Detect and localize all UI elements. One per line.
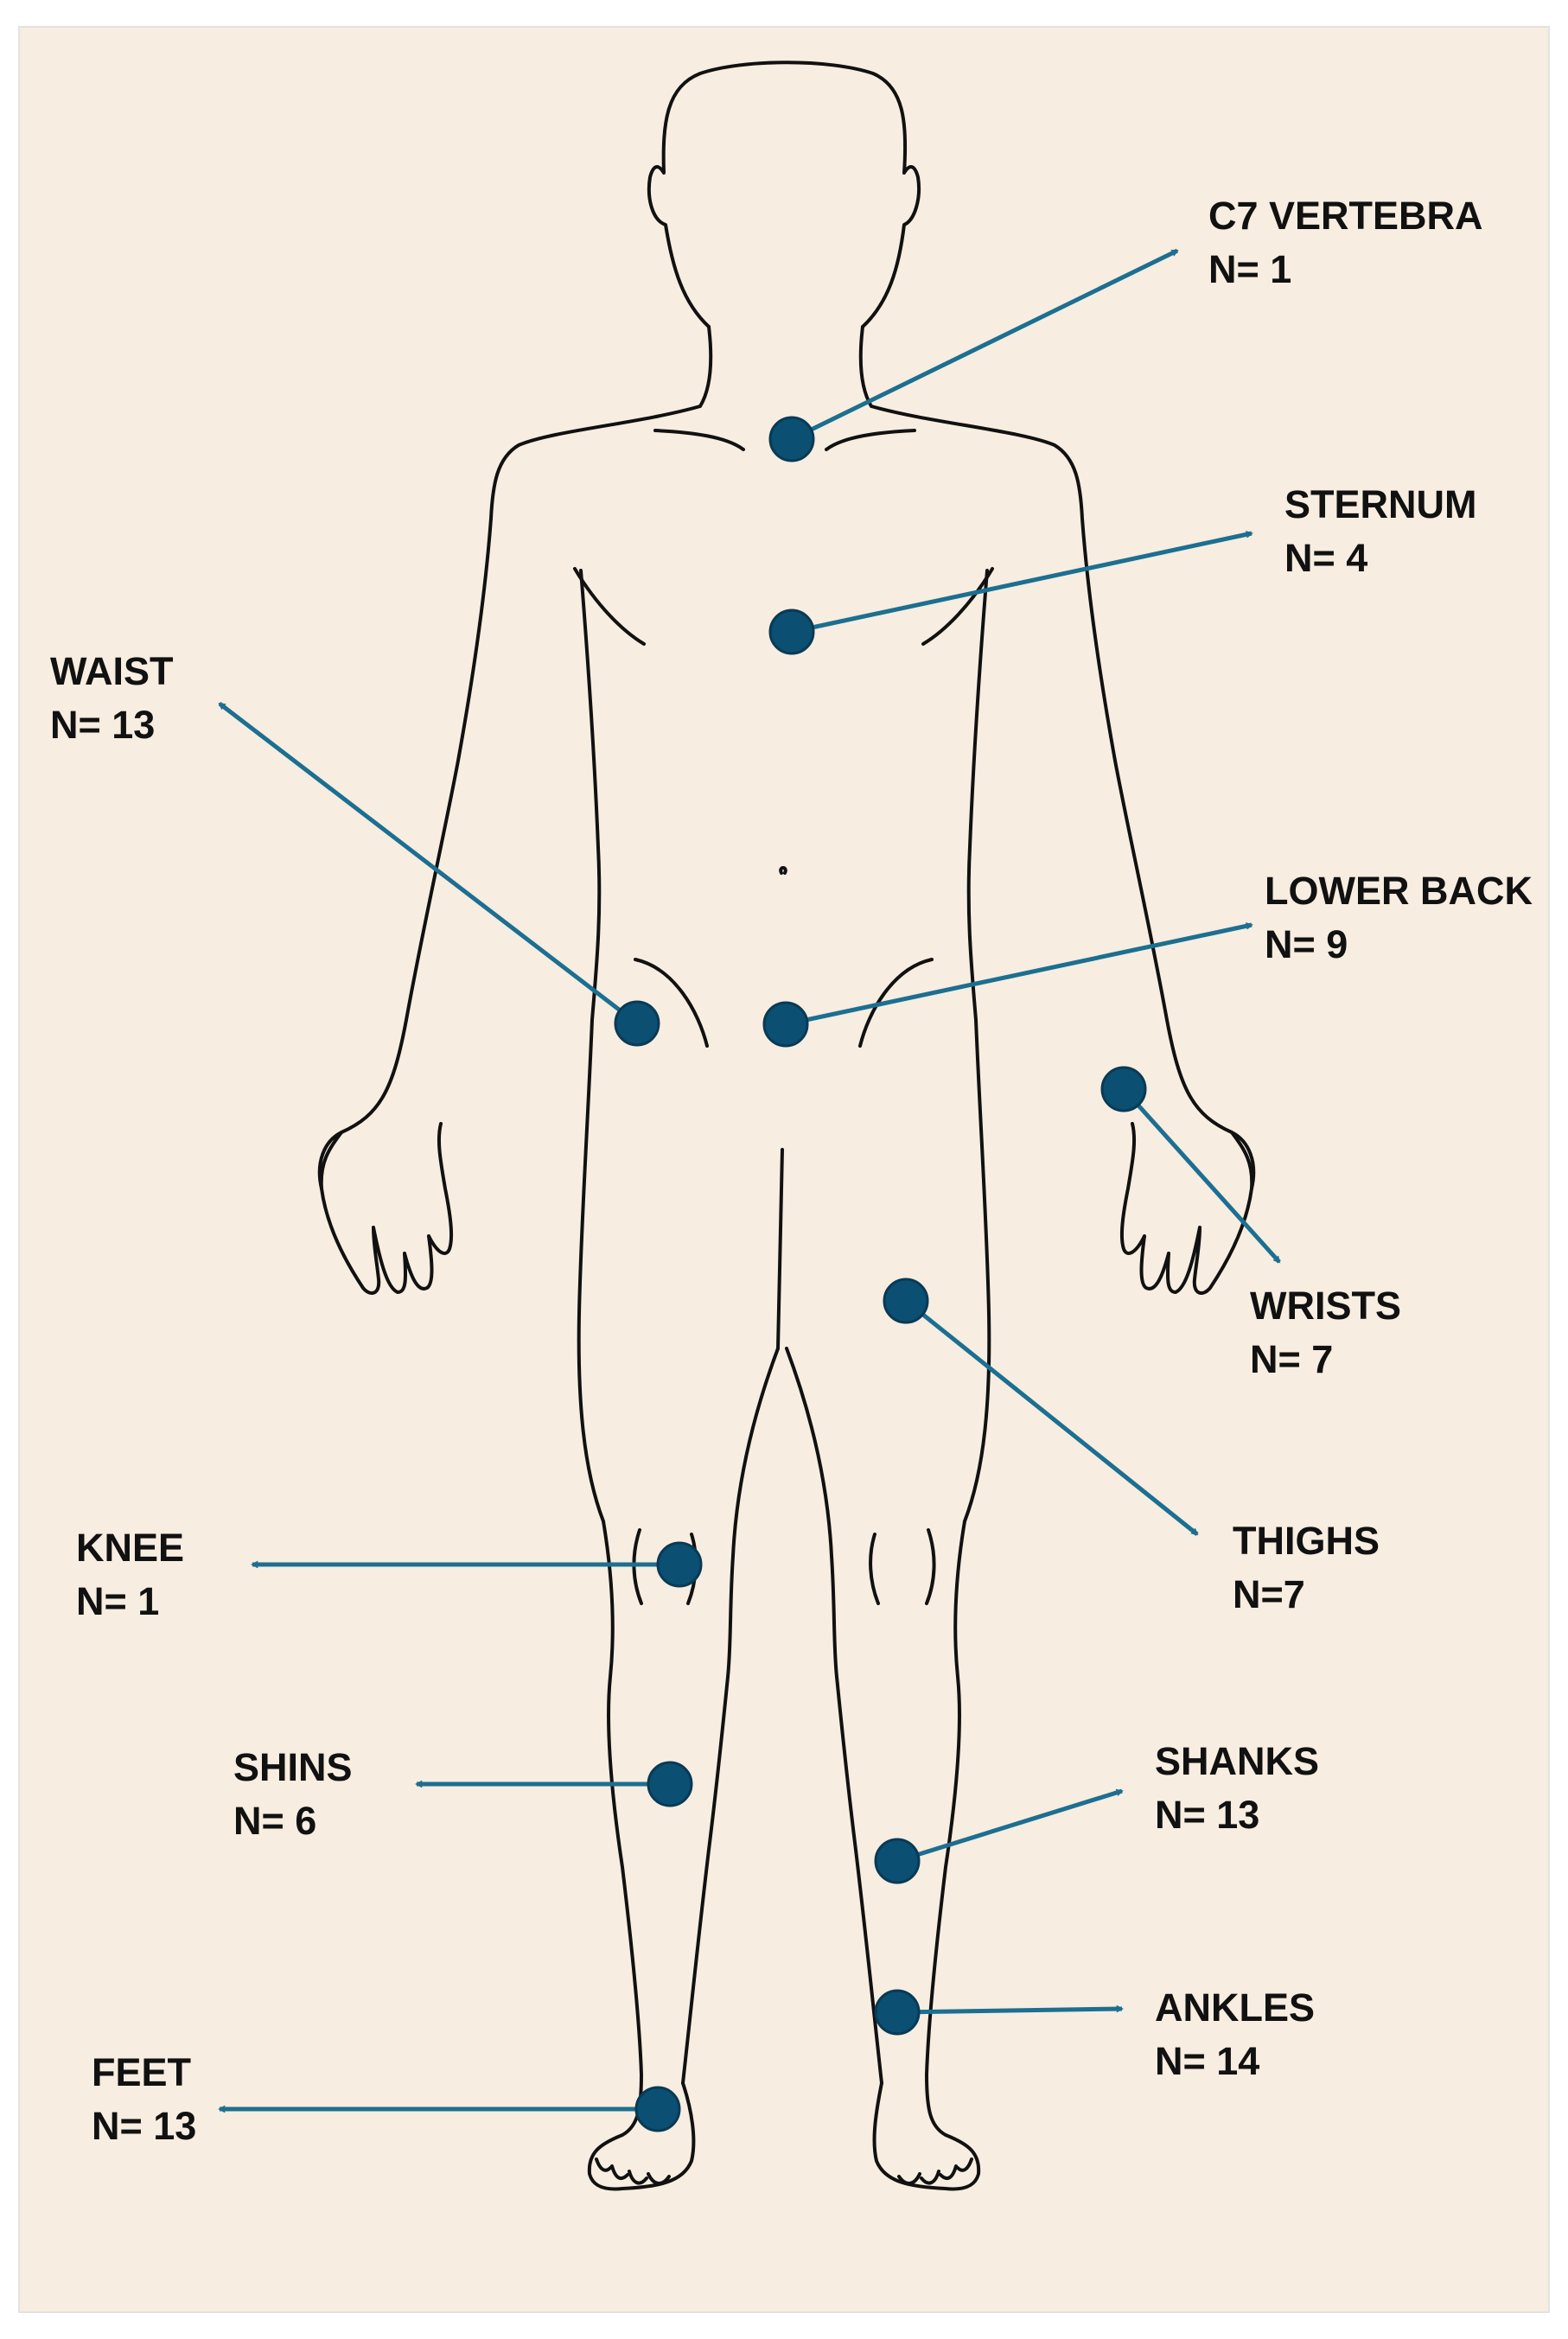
label-feet-count: N= 13 <box>92 2104 197 2148</box>
arrow-ankles <box>896 2009 1122 2015</box>
label-sternum: STERNUM N= 4 <box>1284 478 1477 585</box>
sensor-marker-sternum <box>768 609 815 655</box>
label-waist-count: N= 13 <box>50 703 156 747</box>
sensor-marker-wrists <box>1100 1066 1147 1112</box>
left-leg-outer <box>587 1520 696 2191</box>
label-shins: SHINS N= 6 <box>233 1741 353 1848</box>
arrow-thighs <box>904 1299 1199 1536</box>
figure-frame <box>18 26 1550 2313</box>
label-shanks: SHANKS N= 13 <box>1155 1735 1319 1842</box>
sensor-marker-waist <box>614 1000 660 1047</box>
sensor-marker-shanks <box>874 1838 921 1884</box>
human-body-outline <box>317 61 1256 2191</box>
marker-layer <box>614 416 1147 2132</box>
chest-right <box>921 567 994 646</box>
left-leg-inner <box>681 1347 780 2085</box>
arrow-layer <box>218 248 1281 2109</box>
label-c7-vertebra: C7 VERTEBRA N= 1 <box>1208 189 1483 296</box>
chest-left <box>573 567 646 646</box>
sensor-marker-thighs <box>883 1278 929 1324</box>
label-feet: FEET N= 13 <box>92 2046 196 2153</box>
label-c7-name: C7 VERTEBRA <box>1208 194 1483 238</box>
label-knee-count: N= 1 <box>76 1579 160 1623</box>
label-waist: WAIST N= 13 <box>50 645 174 752</box>
label-lower-back: LOWER BACK N= 9 <box>1265 864 1533 972</box>
label-lower-back-name: LOWER BACK <box>1265 869 1533 913</box>
label-thighs-name: THIGHS <box>1233 1519 1380 1563</box>
sensor-marker-ankles <box>874 1989 921 2036</box>
left-toes <box>595 2157 671 2185</box>
sensor-marker-lowerback <box>762 1001 809 1048</box>
arrow-c7 <box>790 248 1177 442</box>
right-toes <box>897 2157 973 2185</box>
kneecap-right <box>869 1528 936 1605</box>
right-hand <box>1119 1122 1254 1295</box>
right-leg-inner <box>785 1347 883 2085</box>
label-shanks-name: SHANKS <box>1155 1739 1320 1783</box>
sensor-marker-c7 <box>768 416 815 462</box>
label-feet-name: FEET <box>92 2050 192 2094</box>
label-thighs-count: N=7 <box>1233 1572 1305 1616</box>
arrow-waist <box>218 702 639 1025</box>
neck-right <box>858 325 1256 1190</box>
label-lower-back-count: N= 9 <box>1265 922 1348 966</box>
label-knee-name: KNEE <box>76 1526 185 1570</box>
label-ankles-name: ANKLES <box>1155 1985 1316 2030</box>
torso-left <box>577 569 605 1523</box>
clavicle-right <box>825 429 916 451</box>
hip-crease-left <box>634 958 709 1048</box>
navel <box>779 866 787 875</box>
label-waist-name: WAIST <box>50 649 174 693</box>
label-c7-count: N= 1 <box>1208 247 1292 291</box>
label-wrists: WRISTS N= 7 <box>1250 1279 1401 1386</box>
label-ankles: ANKLES N= 14 <box>1155 1981 1315 2088</box>
label-wrists-name: WRISTS <box>1250 1284 1401 1328</box>
crotch-line <box>776 1148 784 1350</box>
sensor-marker-shins <box>647 1761 693 1807</box>
label-sternum-name: STERNUM <box>1284 482 1477 526</box>
arrow-sternum <box>791 533 1252 634</box>
arrow-shanks <box>896 1788 1122 1864</box>
label-shins-count: N= 6 <box>233 1799 317 1843</box>
torso-right <box>963 569 991 1523</box>
label-ankles-count: N= 14 <box>1155 2039 1260 2083</box>
label-shanks-count: N= 13 <box>1155 1793 1260 1837</box>
label-knee: KNEE N= 1 <box>76 1521 184 1628</box>
label-shins-name: SHINS <box>233 1745 353 1789</box>
sensor-marker-feet <box>634 2086 681 2132</box>
left-hand <box>319 1122 454 1295</box>
arrow-lowerback <box>785 925 1252 1027</box>
diagram-background <box>20 28 1548 2311</box>
arrow-wrists <box>1122 1087 1281 1264</box>
label-wrists-count: N= 7 <box>1250 1337 1334 1381</box>
label-sternum-count: N= 4 <box>1284 536 1368 580</box>
neck-left <box>317 325 713 1190</box>
hip-crease-right <box>858 958 934 1048</box>
label-thighs: THIGHS N=7 <box>1233 1514 1380 1622</box>
right-leg-outer <box>872 1520 981 2191</box>
head-outline <box>647 61 921 328</box>
clavicle-left <box>653 429 745 451</box>
sensor-marker-knee <box>656 1541 703 1588</box>
